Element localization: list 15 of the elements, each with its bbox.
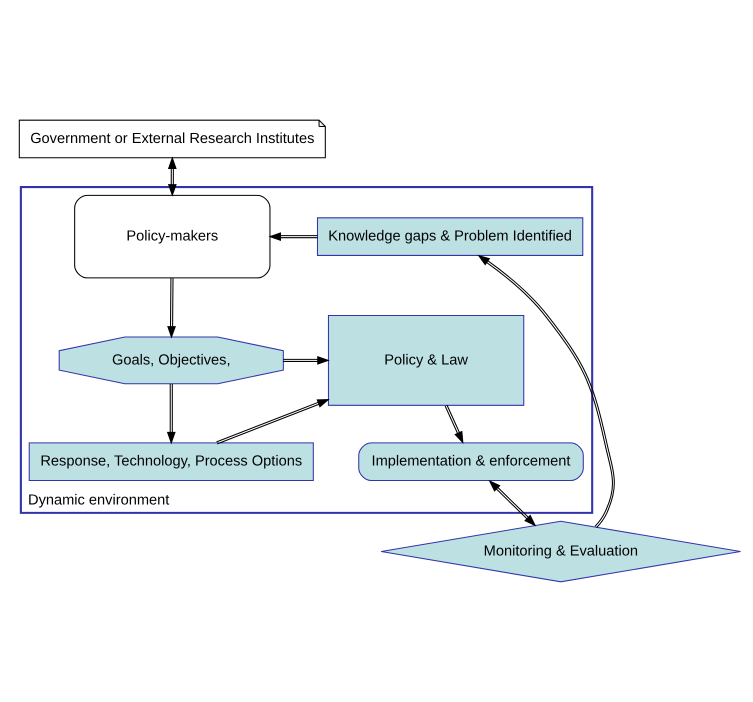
arrow [167, 278, 176, 339]
node-box: Policy & Law [328, 314, 524, 406]
arrow [477, 254, 615, 528]
node-box: Knowledge gaps & Problem Identified [316, 217, 584, 256]
node-box: Policy-makers [74, 194, 270, 278]
arrow [283, 356, 330, 365]
arrow [168, 156, 177, 197]
arrow [166, 384, 176, 444]
arrow [444, 404, 464, 444]
node-box: Implementation & enforcement [358, 442, 584, 482]
node-diamond: Monitoring & Evaluation [380, 520, 742, 582]
node-box: Response, Technology, Process Options [28, 442, 314, 482]
arrow [488, 480, 536, 526]
arrow [268, 232, 318, 242]
arrow [216, 398, 330, 444]
